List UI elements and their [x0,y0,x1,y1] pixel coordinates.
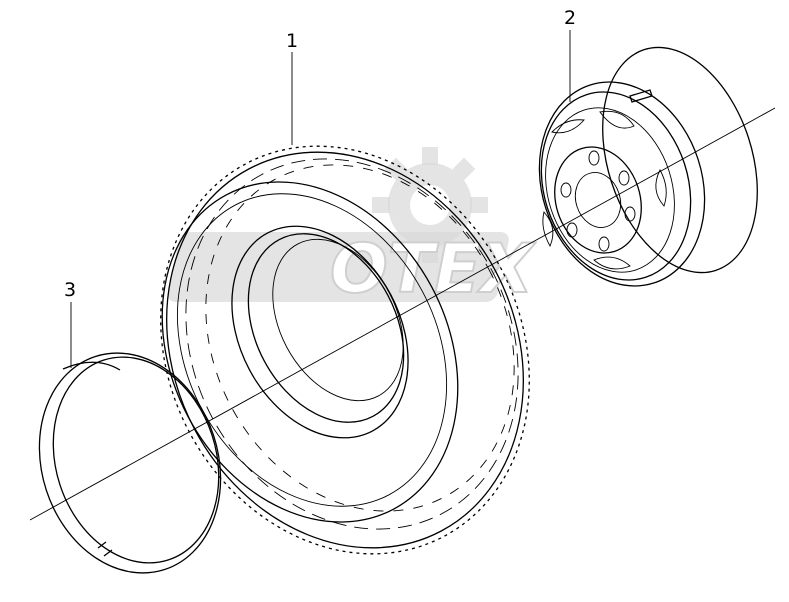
callout-3: 3 [64,279,76,368]
callout-1-label: 1 [286,30,298,52]
tire [160,145,530,555]
callout-2: 2 [564,7,576,102]
callout-2-label: 2 [564,7,576,29]
watermark-band [167,232,509,302]
bolt-holes [560,150,636,252]
callout-1: 1 [286,30,298,145]
lock-ring [38,352,222,574]
watermark: OTEX [167,147,538,310]
callout-3-label: 3 [64,279,76,301]
assembly-axis [29,107,776,521]
wheel-rim [538,46,758,287]
